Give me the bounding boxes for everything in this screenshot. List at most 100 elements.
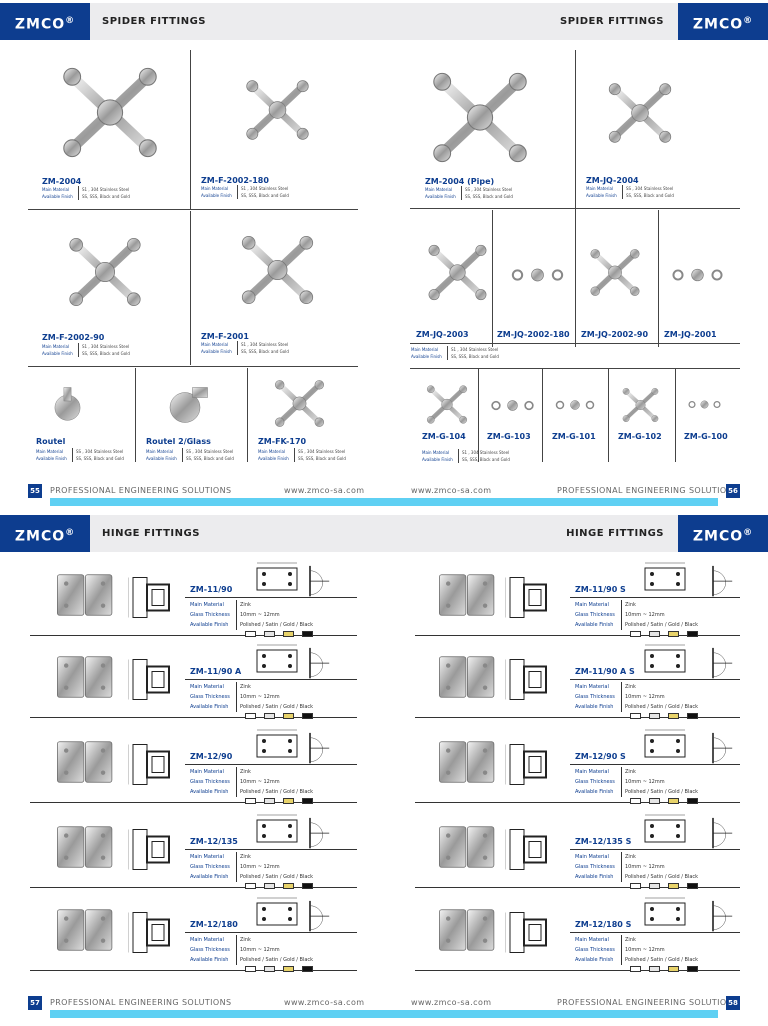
product-name: ZM-JQ-2003	[416, 330, 469, 339]
hinge-product-image	[56, 741, 113, 783]
hinge-product-image	[438, 826, 495, 868]
color-swatch	[283, 883, 294, 889]
color-swatch	[668, 798, 679, 804]
divider	[570, 932, 740, 933]
color-swatch	[283, 713, 294, 719]
hinge-front-drawing	[505, 658, 547, 701]
hinge-front-drawing	[505, 576, 547, 619]
divider	[30, 970, 357, 971]
color-swatch	[245, 883, 256, 889]
hinge-front-drawing	[505, 911, 547, 954]
color-swatch	[649, 966, 660, 972]
hinge-name: ZM-12/90 S	[575, 752, 626, 761]
product-name: ZM-F-2002-90	[42, 333, 105, 342]
divider	[185, 932, 357, 933]
hinge-front-drawing	[128, 828, 170, 871]
product-name: ZM-JQ-2002-90	[581, 330, 649, 339]
finish-swatches	[630, 713, 698, 719]
footer-url[interactable]: www.zmco-sa.com	[284, 998, 365, 1007]
color-swatch	[630, 798, 641, 804]
hinge-name: ZM-12/135	[190, 837, 238, 846]
color-swatch	[264, 966, 275, 972]
spider-product-image	[235, 230, 320, 310]
divider	[185, 764, 357, 765]
finish-swatches	[245, 713, 313, 719]
color-swatch	[649, 883, 660, 889]
divider	[570, 679, 740, 680]
hinge-top-drawing	[644, 562, 686, 591]
hinge-angle-drawing	[712, 817, 734, 850]
product-name: ZM-G-101	[552, 432, 596, 441]
hinge-name: ZM-11/90 S	[575, 585, 626, 594]
footer-hinge: 57 PROFESSIONAL ENGINEERING SOLUTIONS ww…	[0, 996, 768, 1026]
hinge-name: ZM-12/90	[190, 752, 233, 761]
product-name: Routel 2/Glass	[146, 437, 211, 446]
color-swatch	[245, 798, 256, 804]
color-swatch	[687, 966, 698, 972]
page-number: 55	[28, 484, 42, 498]
divider	[415, 717, 740, 718]
divider	[185, 849, 357, 850]
footer-url[interactable]: www.zmco-sa.com	[411, 486, 492, 495]
hinge-name: ZM-12/180 S	[575, 920, 632, 929]
hinge-product-image	[438, 574, 495, 616]
spider-product-image	[230, 75, 325, 145]
spider-product-image	[422, 382, 472, 427]
spider-product-image	[485, 388, 540, 423]
product-name: ZM-G-100	[684, 432, 728, 441]
color-swatch	[302, 883, 313, 889]
product-name: ZM-G-103	[487, 432, 531, 441]
hinge-product-image	[56, 574, 113, 616]
footer-url[interactable]: www.zmco-sa.com	[284, 486, 365, 495]
footer-url[interactable]: www.zmco-sa.com	[411, 998, 492, 1007]
hinge-angle-drawing	[712, 732, 734, 765]
color-swatch	[687, 713, 698, 719]
hinge-product-image	[56, 826, 113, 868]
footer-bar	[50, 498, 718, 506]
divider	[415, 970, 740, 971]
spider-right-grid	[410, 48, 740, 482]
color-swatch	[264, 631, 275, 637]
color-swatch	[630, 631, 641, 637]
hinge-top-drawing	[256, 814, 298, 843]
hinge-top-drawing	[256, 897, 298, 926]
hinge-name: ZM-12/180	[190, 920, 238, 929]
color-swatch	[302, 966, 313, 972]
finish-swatches	[245, 883, 313, 889]
color-swatch	[668, 631, 679, 637]
hinge-name: ZM-11/90 A S	[575, 667, 635, 676]
hinge-header: ZMCO® HINGE FITTINGS HINGE FITTINGS ZMCO…	[0, 515, 768, 552]
hinge-name: ZM-12/135 S	[575, 837, 632, 846]
finish-swatches	[245, 966, 313, 972]
hinge-angle-drawing	[309, 732, 331, 765]
page-title-left: SPIDER FITTINGS	[102, 16, 206, 27]
color-swatch	[283, 798, 294, 804]
color-swatch	[668, 966, 679, 972]
color-swatch	[668, 883, 679, 889]
color-swatch	[302, 631, 313, 637]
divider	[30, 802, 357, 803]
hinge-top-drawing	[644, 729, 686, 758]
color-swatch	[630, 713, 641, 719]
hinge-front-drawing	[128, 911, 170, 954]
brand-logo: ZMCO®	[678, 515, 768, 552]
color-swatch	[649, 631, 660, 637]
hinge-top-drawing	[256, 729, 298, 758]
color-swatch	[245, 631, 256, 637]
product-name: ZM-F-2001	[201, 332, 249, 341]
page-title-right: HINGE FITTINGS	[566, 528, 664, 539]
hinge-top-drawing	[256, 644, 298, 673]
footer-bar	[50, 1010, 718, 1018]
hinge-top-drawing	[644, 644, 686, 673]
product-name: ZM-G-104	[422, 432, 466, 441]
